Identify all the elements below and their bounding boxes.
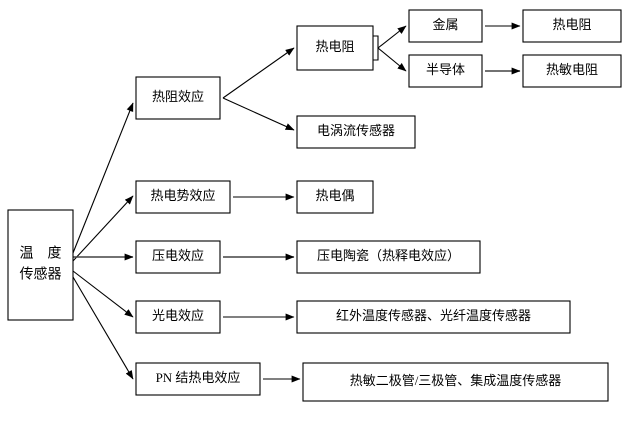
node-label-photoelectric-effect: 光电效应 [152, 308, 204, 323]
node-rtd-group[interactable]: 热电阻 [296, 25, 374, 71]
node-label-line: 热敏二极管/三极管、集成温度传感器 [350, 373, 562, 388]
node-label-eddy-current-sensor: 电涡流传感器 [317, 123, 395, 138]
node-box-thermal-resistance-effect [135, 76, 221, 120]
node-label-line: 电涡流传感器 [317, 123, 395, 138]
node-semiconductor[interactable]: 半导体 [408, 54, 483, 88]
node-eddy-current-sensor[interactable]: 电涡流传感器 [296, 115, 416, 149]
connector-root-to-thermal-resistance [72, 102, 134, 254]
node-label-thermal-resistance-effect: 热阻效应 [152, 89, 204, 104]
node-box-semiconductor [408, 54, 483, 88]
node-label-integrated-sensors: 热敏二极管/三极管、集成温度传感器 [350, 373, 562, 388]
node-label-optical-sensors: 红外温度传感器、光纤温度传感器 [336, 308, 531, 323]
node-label-rtd-group: 热电阻 [315, 39, 354, 54]
node-label-line: 压电效应 [152, 248, 204, 263]
node-label-thermocouple: 热电偶 [315, 188, 354, 203]
node-box-thermocouple [296, 180, 374, 214]
node-optical-sensors[interactable]: 红外温度传感器、光纤温度传感器 [296, 300, 571, 334]
node-label-pn-junction-thermoelectric-effect: PN 结热电效应 [156, 370, 241, 385]
node-box-thermistor-leaf [522, 54, 622, 88]
connector-root-to-pn-junction [72, 276, 134, 380]
node-label-line: 压电陶瓷（热释电效应） [317, 248, 460, 263]
node-piezoelectric-effect[interactable]: 压电效应 [135, 240, 221, 274]
node-box-metal [408, 9, 483, 43]
node-label-line: 红外温度传感器、光纤温度传感器 [336, 308, 531, 323]
node-box-rtd-group [296, 25, 374, 71]
node-label-line: 传感器 [20, 266, 62, 283]
node-label-piezoelectric-effect: 压电效应 [152, 248, 204, 263]
node-label-rtd-leaf: 热电阻 [552, 17, 591, 32]
node-label-semiconductor: 半导体 [426, 62, 465, 77]
node-box-pn-junction-thermoelectric-effect [135, 362, 261, 396]
node-box-piezoceramic [296, 240, 481, 274]
node-label-line: 热敏电阻 [546, 62, 598, 77]
edges-layer [72, 22, 521, 383]
node-metal[interactable]: 金属 [408, 9, 483, 43]
node-label-line: 热电势效应 [150, 188, 215, 203]
connector-thermal-resistance-to-rtd-group [222, 47, 295, 99]
node-piezoceramic[interactable]: 压电陶瓷（热释电效应） [296, 240, 481, 274]
node-box-piezoelectric-effect [135, 240, 221, 274]
connector-rtd-group-to-semiconductor [377, 47, 407, 72]
connector-thermal-resistance-to-eddy-current [222, 97, 295, 131]
node-photoelectric-effect[interactable]: 光电效应 [135, 300, 221, 334]
node-thermoelectric-potential-effect[interactable]: 热电势效应 [135, 180, 231, 214]
node-thermal-resistance-effect[interactable]: 热阻效应 [135, 76, 221, 120]
node-label-thermistor-leaf: 热敏电阻 [546, 62, 598, 77]
node-thermistor-leaf[interactable]: 热敏电阻 [522, 54, 622, 88]
node-label-root: 温 度传感器 [20, 246, 62, 283]
node-label-line: 热电阻 [315, 39, 354, 54]
splitter-rtd-group-splitter [373, 35, 379, 61]
node-label-line: 光电效应 [152, 308, 204, 323]
connector-root-to-thermoelectric-potential [72, 195, 134, 262]
node-thermocouple[interactable]: 热电偶 [296, 180, 374, 214]
node-root[interactable]: 温 度传感器 [7, 209, 74, 321]
node-rtd-leaf[interactable]: 热电阻 [522, 9, 622, 43]
node-label-line: 金属 [432, 17, 458, 32]
node-box-eddy-current-sensor [296, 115, 416, 149]
node-box-root [7, 209, 74, 321]
node-label-line: 热电阻 [552, 17, 591, 32]
node-box-integrated-sensors [302, 362, 609, 402]
node-box-optical-sensors [296, 300, 571, 334]
node-label-line: 温 度 [20, 246, 62, 262]
node-label-thermoelectric-potential-effect: 热电势效应 [150, 188, 215, 203]
connector-rtd-group-to-metal [377, 25, 407, 49]
node-pn-junction-thermoelectric-effect[interactable]: PN 结热电效应 [135, 362, 261, 396]
node-label-line: 热电偶 [315, 188, 354, 203]
node-label-metal: 金属 [432, 17, 458, 32]
node-label-line: PN 结热电效应 [156, 370, 241, 385]
node-label-line: 半导体 [426, 62, 465, 77]
node-box-rtd-leaf [522, 9, 622, 43]
node-box-photoelectric-effect [135, 300, 221, 334]
node-label-piezoceramic: 压电陶瓷（热释电效应） [317, 248, 460, 263]
connector-root-to-photoelectric [72, 270, 134, 318]
splitters-layer [373, 35, 379, 61]
node-label-line: 热阻效应 [152, 89, 204, 104]
node-integrated-sensors[interactable]: 热敏二极管/三极管、集成温度传感器 [302, 362, 609, 402]
node-box-thermoelectric-potential-effect [135, 180, 231, 214]
